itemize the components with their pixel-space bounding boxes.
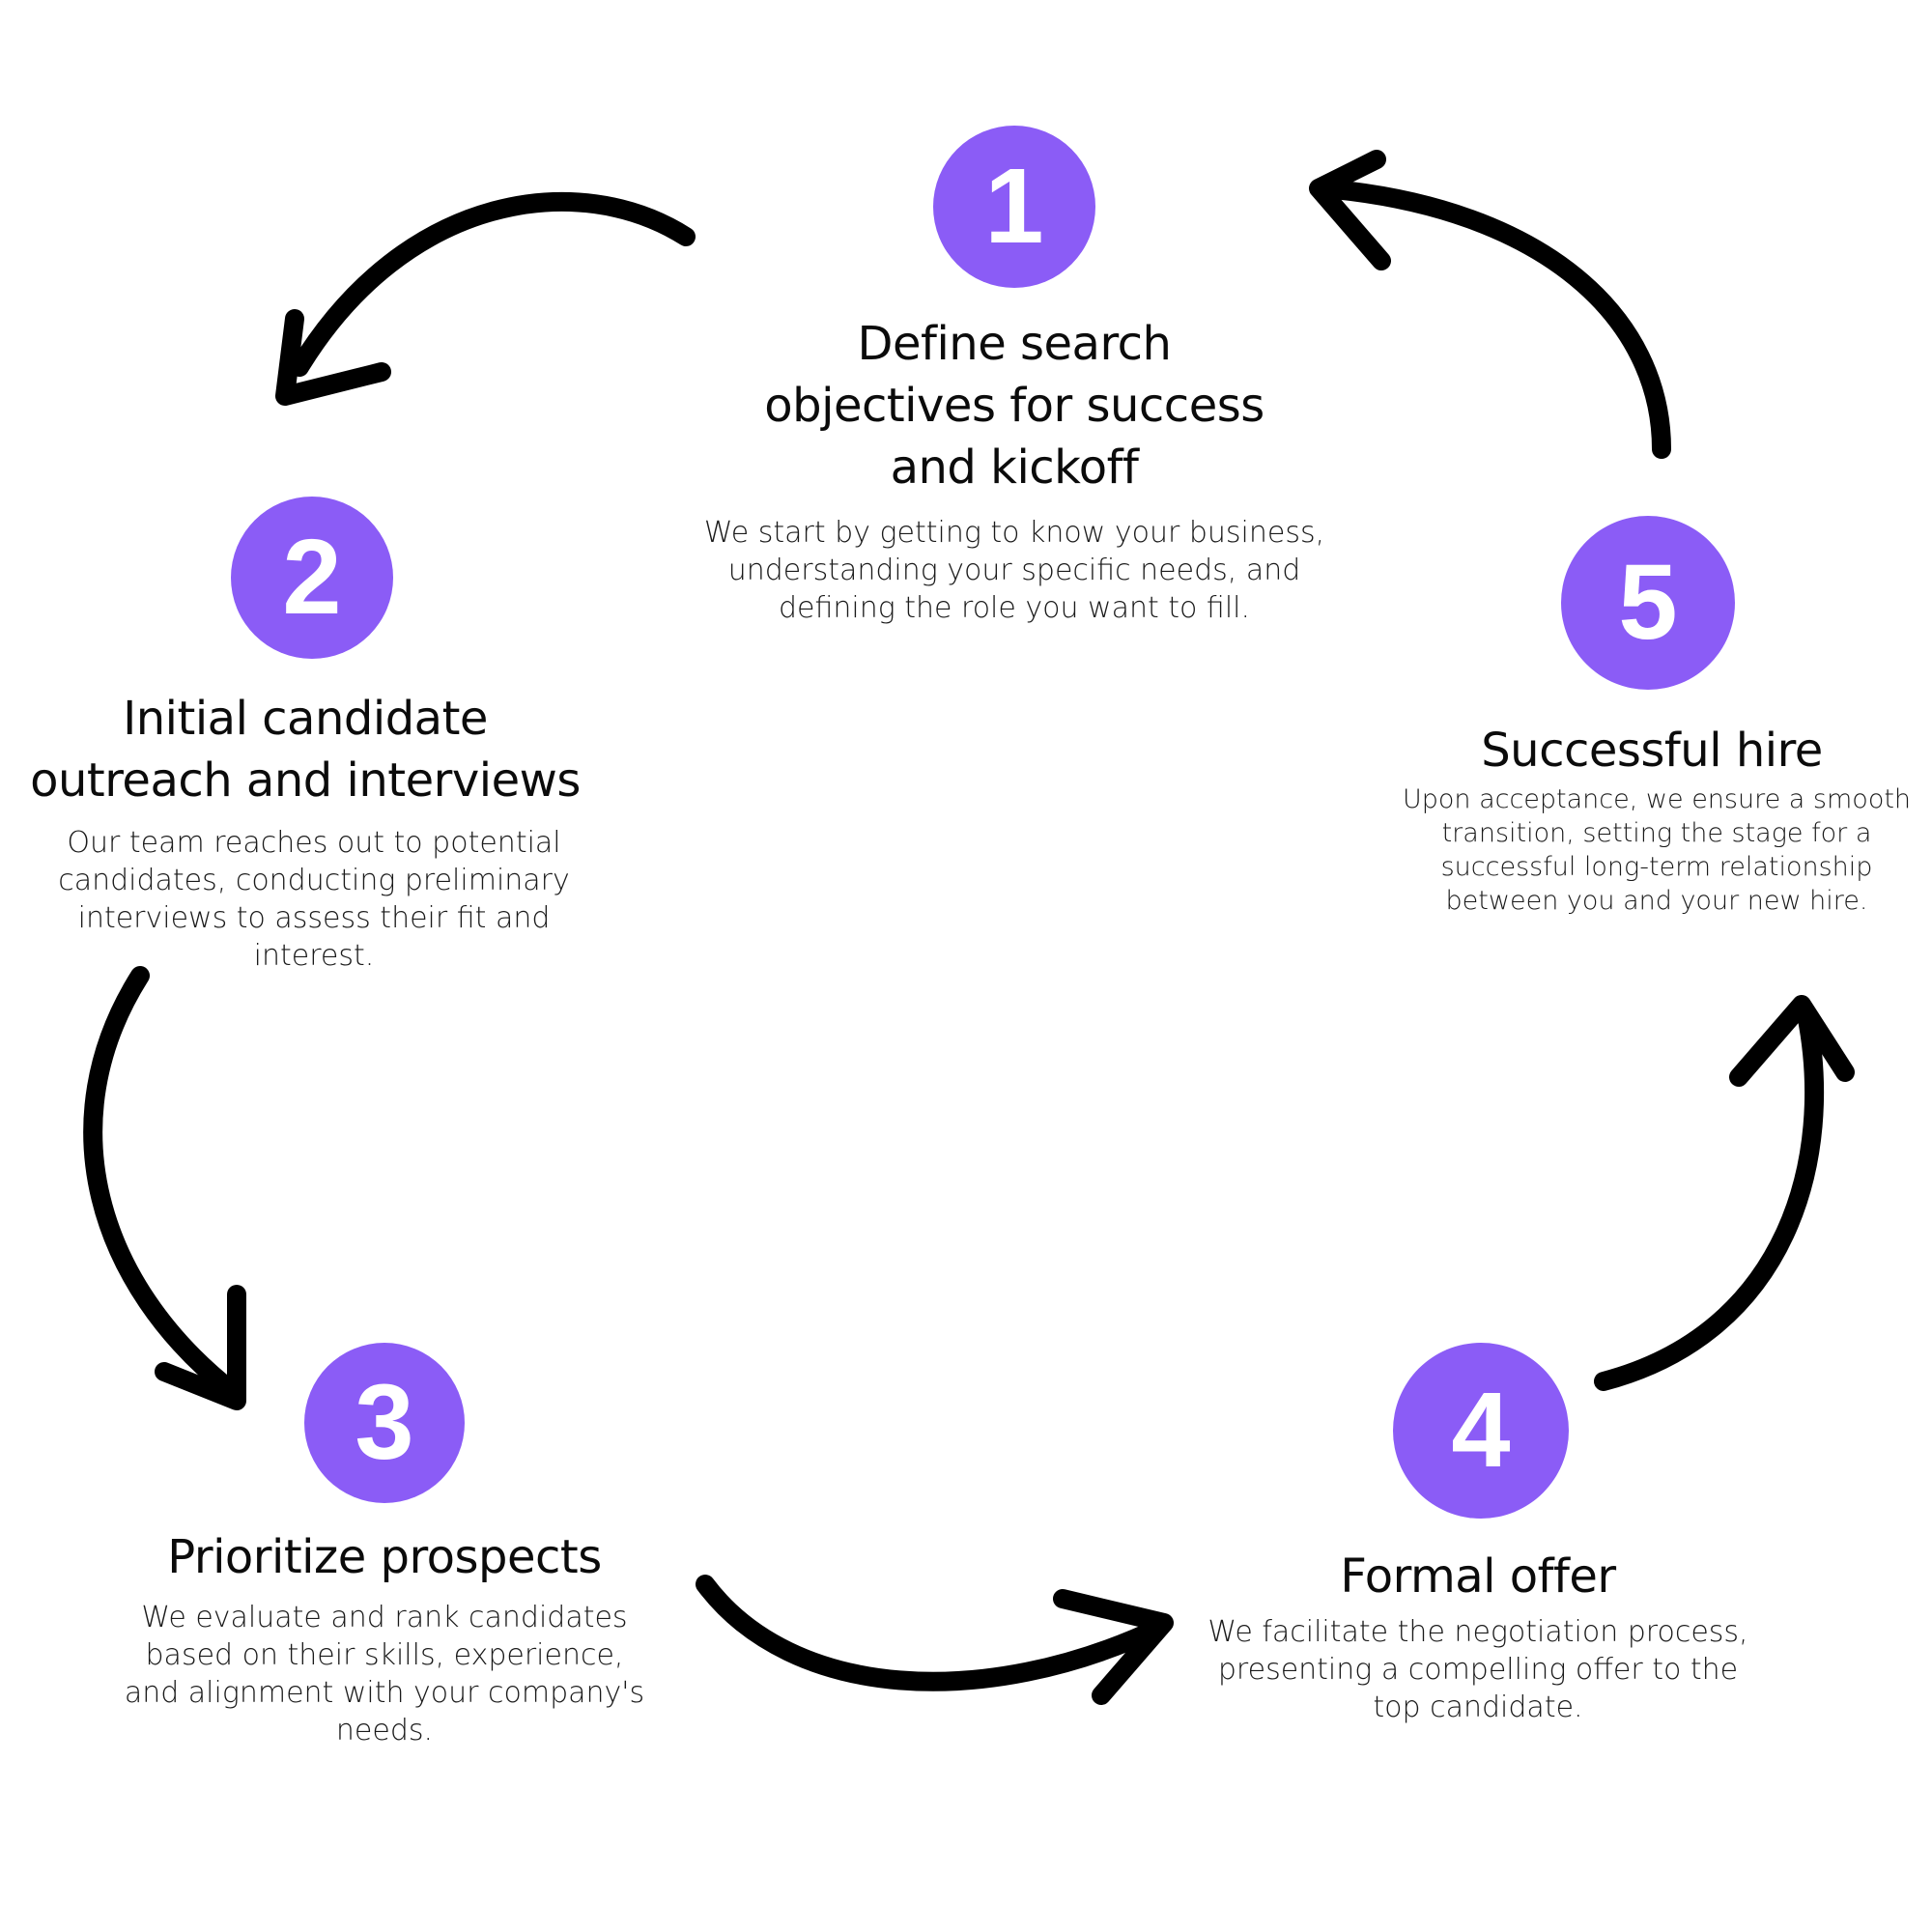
step-4-number-badge: 4	[1393, 1343, 1569, 1519]
step-1-number-badge: 1	[933, 126, 1095, 288]
step-1-description: We start by getting to know your busines…	[703, 516, 1325, 625]
arrow-step1-to-step2	[290, 191, 696, 377]
arrow-step2-to-step3	[83, 966, 242, 1401]
step-5-description: Upon acceptance, we ensure a smooth tran…	[1402, 784, 1912, 916]
step-5-number-badge: 5	[1561, 516, 1735, 690]
step-3-title: Prioritize prospects	[167, 1530, 602, 1584]
arrow-head-step5-to-step1	[1309, 150, 1391, 270]
step-2-description: Our team reaches out to potential candid…	[58, 826, 570, 973]
arrow-head-step3-to-step4	[1053, 1589, 1174, 1705]
step-1-title: Define search objectives for success and…	[764, 317, 1264, 495]
arrow-head-step1-to-step2	[275, 309, 391, 406]
step-3-number-badge: 3	[304, 1343, 465, 1503]
arrow-head-step4-to-step5	[1729, 995, 1855, 1087]
arrow-step4-to-step5	[1594, 1005, 1825, 1391]
step-5-title: Successful hire	[1481, 724, 1823, 778]
step-4-description: We facilitate the negotiation process, p…	[1208, 1615, 1748, 1724]
step-2-number-badge: 2	[231, 497, 393, 659]
arrow-step5-to-step1	[1314, 179, 1671, 459]
arrow-step3-to-step4	[696, 1575, 1169, 1691]
arrow-head-step2-to-step3	[155, 1285, 246, 1410]
step-2-title: Initial candidate outreach and interview…	[30, 692, 581, 808]
step-4-title: Formal offer	[1340, 1549, 1616, 1604]
step-3-description: We evaluate and rank candidates based on…	[124, 1601, 645, 1747]
